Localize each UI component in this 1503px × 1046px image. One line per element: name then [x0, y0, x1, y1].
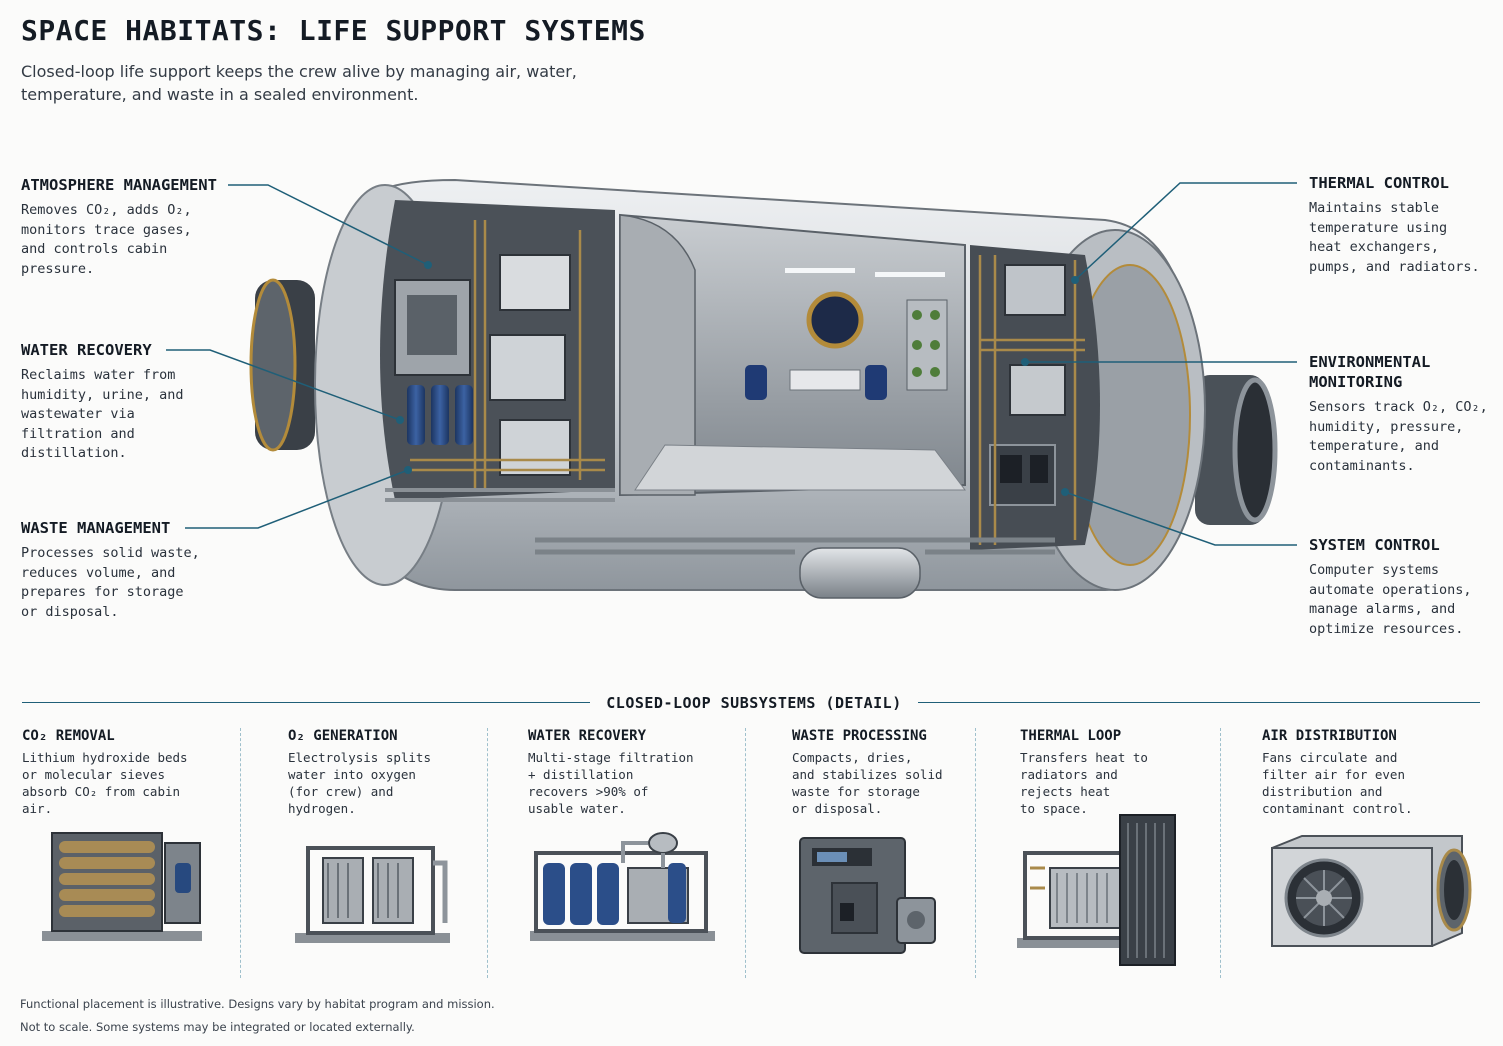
subsystem-title: WATER RECOVERY — [528, 728, 647, 744]
callout-text: Removes CO₂, adds O₂, monitors trace gas… — [21, 202, 192, 277]
porthole-window — [806, 291, 864, 349]
section-divider-left — [22, 702, 590, 703]
callout-text: Maintains stable temperature using heat … — [1309, 200, 1480, 275]
callout-title: WASTE MANAGEMENT — [21, 519, 171, 537]
callout-atmosphere-management: ATMOSPHERE MANAGEMENT Removes CO₂, adds … — [21, 175, 217, 279]
subsystem-title: CO₂ REMOVAL — [22, 728, 115, 744]
callout-title: SYSTEM CONTROL — [1309, 536, 1440, 554]
callout-text: Computer systems automate operations, ma… — [1309, 562, 1472, 637]
underside-storage-tank — [799, 547, 921, 599]
water-processor-icon — [530, 832, 715, 941]
callout-water-recovery: WATER RECOVERY Reclaims water from humid… — [21, 340, 184, 464]
page-subtitle: Closed-loop life support keeps the crew … — [21, 62, 577, 104]
water-tank — [407, 385, 425, 445]
oxygen-generator-icon — [295, 846, 450, 943]
habitat-module-illustration — [249, 178, 1278, 599]
subsystem-divider — [240, 728, 241, 978]
subsystem-text: Electrolysis splits water into oxygen (f… — [288, 750, 431, 816]
callout-text: Processes solid waste, reduces volume, a… — [21, 545, 200, 620]
thermal-loop-icon — [1017, 814, 1176, 966]
water-tank — [455, 385, 473, 445]
page-title: SPACE HABITATS: LIFE SUPPORT SYSTEMS — [21, 14, 646, 47]
callout-system-control: SYSTEM CONTROL Computer systems automate… — [1309, 535, 1472, 639]
footer-note-1: Functional placement is illustrative. De… — [20, 997, 495, 1011]
callout-title: WATER RECOVERY — [21, 341, 152, 359]
crew-table — [789, 369, 861, 391]
co2-scrubber-icon — [42, 832, 202, 941]
subsystem-thermal-loop: THERMAL LOOP Transfers heat to radiators… — [1017, 728, 1215, 978]
subsystem-co2-removal: CO₂ REMOVAL Lithium hydroxide beds or mo… — [22, 728, 237, 978]
subsystem-o2-generation: O₂ GENERATION Electrolysis splits water … — [288, 728, 483, 978]
air-fan-unit-icon — [1271, 835, 1472, 947]
crew-seat — [745, 365, 767, 400]
subsystem-divider — [975, 728, 976, 978]
subsystem-text: Compacts, dries, and stabilizes solid wa… — [792, 750, 943, 816]
subsystem-text: Multi-stage filtration + distillation re… — [528, 750, 694, 816]
subsystem-text: Lithium hydroxide beds or molecular siev… — [22, 750, 188, 816]
subsystem-title: THERMAL LOOP — [1020, 728, 1122, 744]
water-tank — [431, 385, 449, 445]
subsystem-title: O₂ GENERATION — [288, 728, 398, 744]
section-title: CLOSED-LOOP SUBSYSTEMS (DETAIL) — [606, 694, 902, 712]
subsystem-text: Transfers heat to radiators and rejects … — [1020, 750, 1148, 816]
callout-thermal-control: THERMAL CONTROL Maintains stable tempera… — [1309, 173, 1480, 277]
subsystem-air-distribution: AIR DISTRIBUTION Fans circulate and filt… — [1262, 728, 1482, 978]
callout-text: Sensors track O₂, CO₂, humidity, pressur… — [1309, 399, 1488, 474]
subsystem-text: Fans circulate and filter air for even d… — [1262, 750, 1413, 816]
footer-note-2: Not to scale. Some systems may be integr… — [20, 1020, 415, 1034]
subsystem-water-recovery: WATER RECOVERY Multi-stage filtration + … — [528, 728, 738, 978]
crew-seat — [865, 365, 887, 400]
subsystem-title: WASTE PROCESSING — [792, 728, 927, 744]
callout-title-line1: ENVIRONMENTAL — [1309, 353, 1431, 371]
callout-title: THERMAL CONTROL — [1309, 174, 1449, 192]
cabin-floor — [634, 444, 966, 491]
subsystem-waste-processing: WASTE PROCESSING Compacts, dries, and st… — [792, 728, 972, 978]
subsystem-divider — [1220, 728, 1221, 978]
waste-compactor-icon — [799, 837, 936, 954]
callout-title-line2: MONITORING — [1309, 373, 1403, 391]
section-divider-right — [918, 702, 1480, 703]
callout-environmental-monitoring: ENVIRONMENTAL MONITORING Sensors track O… — [1309, 352, 1488, 476]
subsystem-divider — [745, 728, 746, 978]
callout-title: ATMOSPHERE MANAGEMENT — [21, 176, 217, 194]
subsystem-title: AIR DISTRIBUTION — [1262, 728, 1397, 744]
subsystem-divider — [487, 728, 488, 978]
callout-text: Reclaims water from humidity, urine, and… — [21, 367, 184, 461]
callout-waste-management: WASTE MANAGEMENT Processes solid waste, … — [21, 518, 200, 622]
